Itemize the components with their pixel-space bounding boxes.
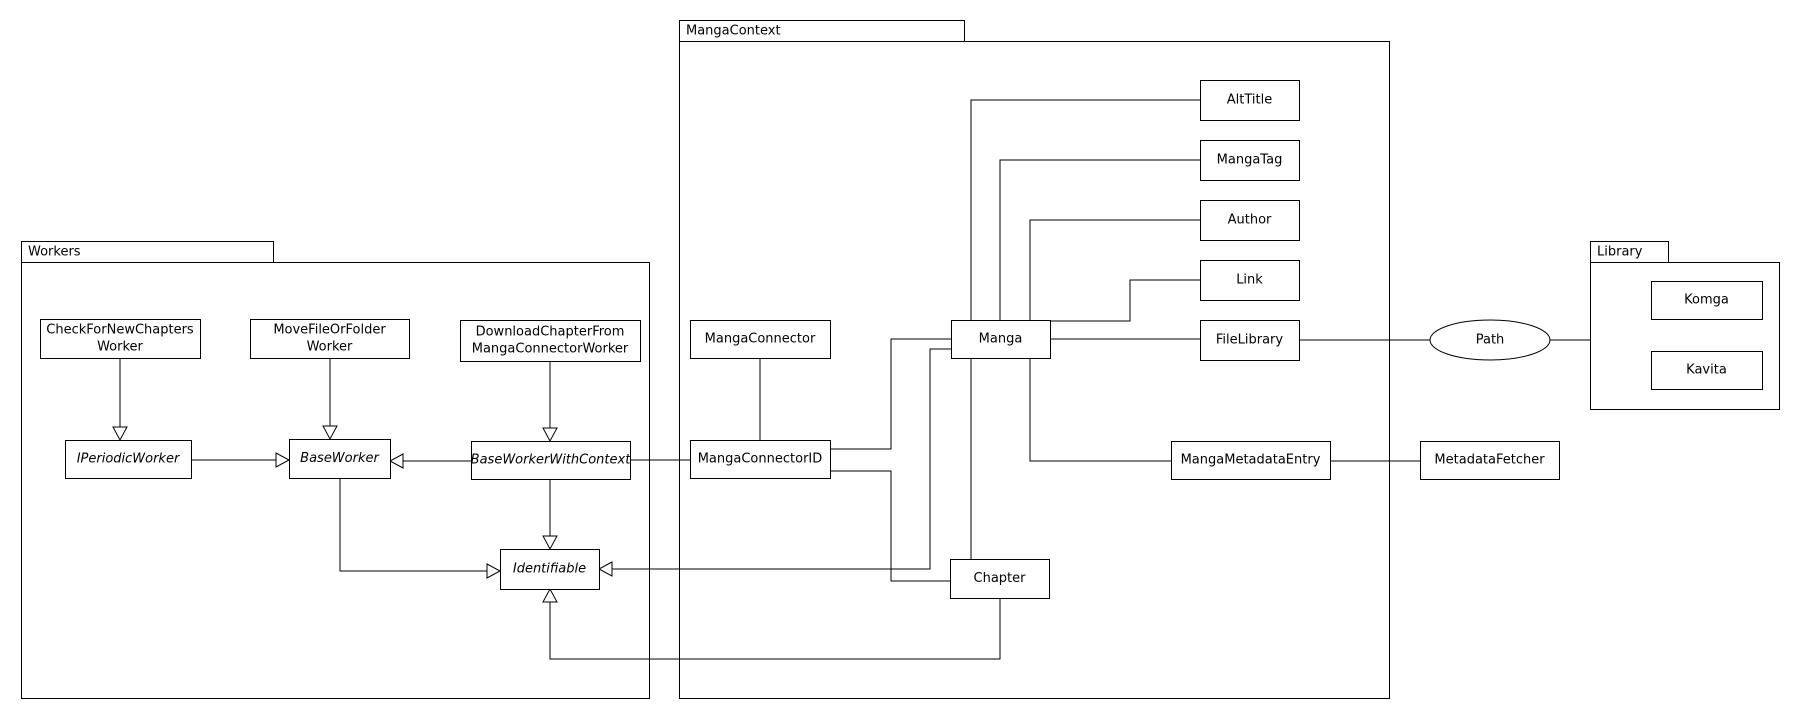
class-CheckForNewChaptersWorker	[40, 319, 201, 359]
edge-Manga-MangaTag	[999, 159, 1200, 320]
class-label-Kavita-0: Kavita	[1686, 363, 1727, 378]
edge-Chapter-Identifiable	[549, 598, 1001, 660]
package-body-MangaContext	[679, 41, 1390, 699]
class-label-BaseWorkerWithContext-0: BaseWorkerWithContext	[471, 453, 632, 468]
class-label-Link-0: Link	[1236, 273, 1263, 288]
class-Manga	[951, 320, 1051, 359]
arrowhead-inheritance-BaseWorkerWithContext	[542, 427, 558, 443]
class-BaseWorker	[289, 439, 391, 479]
edge-MangaConnectorID-Chapter	[830, 470, 950, 582]
class-Chapter	[950, 559, 1050, 599]
class-AltTitle	[1200, 80, 1300, 121]
class-label-MoveFileOrFolderWorker-0: MoveFileOrFolder	[273, 323, 386, 338]
class-label-IPeriodicWorker-0: IPeriodicWorker	[77, 452, 181, 467]
class-FileLibrary	[1200, 320, 1300, 361]
ellipse-label-Path: Path	[1476, 333, 1505, 348]
arrowhead-inheritance-BaseWorker	[388, 453, 404, 469]
class-MangaTag	[1200, 140, 1300, 181]
edge-Manga-AltTitle	[970, 99, 1200, 320]
package-label-Workers: Workers	[28, 245, 81, 260]
class-Identifiable	[500, 549, 600, 590]
class-label-Komga-0: Komga	[1684, 293, 1729, 308]
class-label-MangaMetadataEntry-0: MangaMetadataEntry	[1181, 453, 1321, 468]
class-Kavita	[1651, 351, 1763, 390]
ellipse-Path	[1429, 319, 1551, 361]
arrowhead-inheritance-Identifiable	[597, 561, 613, 577]
edge-Manga-Link	[1050, 279, 1200, 322]
arrowhead-inheritance-BaseWorker	[322, 425, 338, 441]
class-label-CheckForNewChaptersWorker-1: Worker	[97, 340, 143, 355]
arrowhead-inheritance-Identifiable	[542, 535, 558, 551]
class-label-Author-0: Author	[1228, 213, 1272, 228]
arrowhead-inheritance-BaseWorker	[275, 452, 291, 468]
class-Link	[1200, 260, 1300, 301]
class-MangaConnector	[690, 320, 831, 359]
class-label-CheckForNewChaptersWorker-0: CheckForNewChapters	[46, 323, 194, 338]
arrowhead-inheritance-Identifiable	[486, 563, 502, 579]
class-label-Manga-0: Manga	[979, 332, 1023, 347]
class-label-MangaTag-0: MangaTag	[1217, 153, 1283, 168]
class-label-MangaConnector-0: MangaConnector	[705, 332, 816, 347]
class-MetadataFetcher	[1420, 441, 1560, 480]
class-label-Identifiable-0: Identifiable	[513, 562, 586, 577]
edge-Manga-Author	[1029, 219, 1200, 320]
package-label-MangaContext: MangaContext	[686, 24, 781, 39]
class-label-Chapter-0: Chapter	[974, 571, 1027, 586]
edge-Manga-MangaMetadataEntry	[1029, 358, 1171, 462]
package-body-Library	[1590, 262, 1780, 410]
edge-Manga-Identifiable	[612, 348, 951, 570]
class-Author	[1200, 200, 1300, 241]
class-label-FileLibrary-0: FileLibrary	[1216, 333, 1284, 348]
class-label-MetadataFetcher-0: MetadataFetcher	[1434, 453, 1545, 468]
edge-BaseWorker-Identifiable	[339, 478, 487, 572]
class-BaseWorkerWithContext	[471, 441, 631, 480]
package-label-Library: Library	[1597, 245, 1643, 260]
class-MangaMetadataEntry	[1171, 441, 1331, 480]
class-label-AltTitle-0: AltTitle	[1227, 93, 1272, 108]
class-MoveFileOrFolderWorker	[250, 319, 410, 359]
class-label-MangaConnectorID-0: MangaConnectorID	[698, 452, 823, 467]
class-label-DownloadChapterFromMangaConnectorWorker-0: DownloadChapterFrom	[476, 325, 625, 340]
class-Komga	[1651, 281, 1763, 320]
class-IPeriodicWorker	[65, 440, 192, 479]
edge-MangaConnectorID-Manga	[830, 338, 951, 450]
class-DownloadChapterFromMangaConnectorWorker	[460, 320, 641, 362]
class-label-DownloadChapterFromMangaConnectorWorker-1: MangaConnectorWorker	[472, 342, 629, 357]
class-label-MoveFileOrFolderWorker-1: Worker	[307, 340, 353, 355]
arrowhead-inheritance-IPeriodicWorker	[112, 426, 128, 442]
class-MangaConnectorID	[690, 440, 831, 479]
arrowhead-inheritance-Identifiable	[542, 587, 558, 603]
package-body-Workers	[21, 262, 650, 699]
class-label-BaseWorker-0: BaseWorker	[300, 451, 380, 466]
